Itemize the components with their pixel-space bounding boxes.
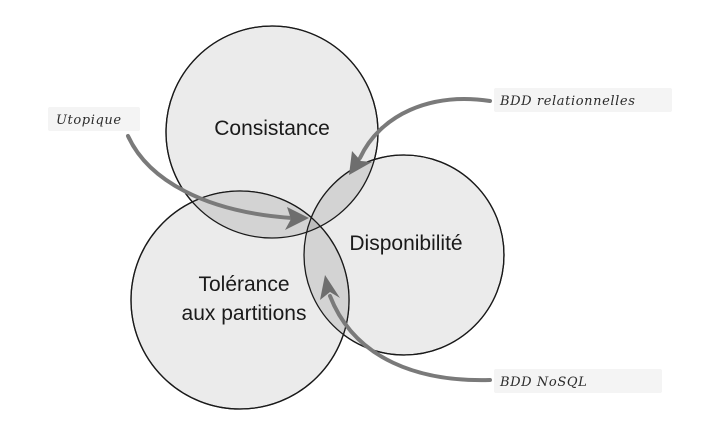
arrow-bdd-nosql [328,294,492,383]
outline-tolerance [130,190,350,410]
note-bg-bdd-nosql [494,369,662,393]
arrow-utopique [126,134,294,220]
outline-disponibilite [303,154,505,356]
arrow-head-utopique-icon [285,207,309,230]
arrow-head-bdd-relationnelles-icon [349,151,372,175]
note-utopique: Utopique [56,113,122,128]
label-disponibilite: Disponibilité [349,232,462,255]
note-bg-bdd-relationnelles [494,88,672,112]
label-tolerance-line1: Tolérance [198,273,289,296]
note-bdd-nosql: BDD NoSQL [499,375,587,390]
label-tolerance-line2: aux partitions [182,302,307,325]
arrow-head-bdd-nosql-icon [320,275,340,300]
note-bg-utopique [48,107,140,131]
note-bdd-relationnelles: BDD relationnelles [499,94,635,109]
label-consistance: Consistance [214,117,330,140]
arrow-bdd-relationnelles [358,97,492,160]
